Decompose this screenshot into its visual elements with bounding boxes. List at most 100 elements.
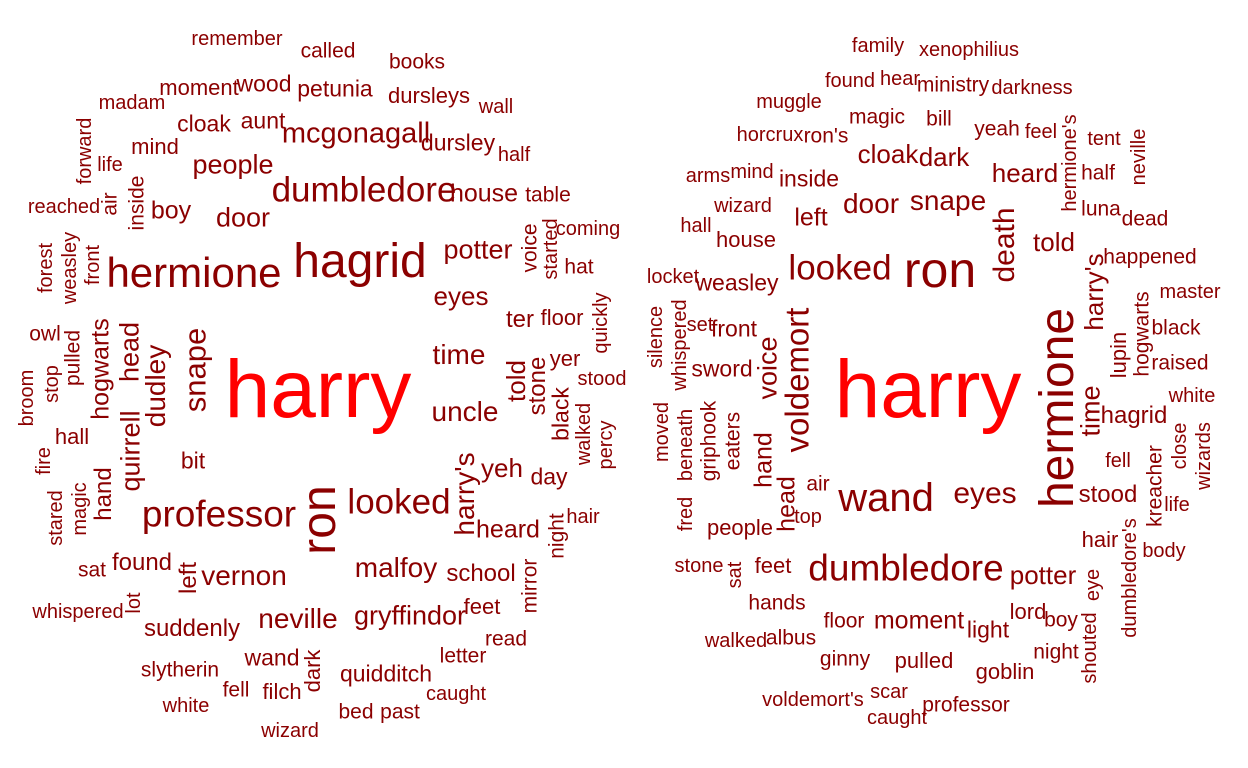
word-left-moment: moment	[159, 75, 239, 100]
word-left-vernon: vernon	[201, 560, 287, 591]
word-right-kreacher: kreacher	[1143, 445, 1167, 527]
word-left-percy: percy	[595, 420, 617, 470]
word-right-hermione-s: hermione's	[1059, 114, 1081, 212]
word-left-aunt: aunt	[240, 107, 286, 134]
word-left-cloak: cloak	[177, 110, 231, 137]
word-right-night: night	[1033, 640, 1079, 664]
word-right-pulled: pulled	[894, 648, 954, 673]
word-right-stone: stone	[674, 555, 724, 577]
word-left-owl: owl	[29, 322, 61, 346]
word-right-lupin: lupin	[1106, 331, 1131, 379]
word-left-hand: hand	[90, 467, 117, 521]
word-left-left: left	[175, 561, 202, 595]
word-left-madam: madam	[98, 92, 166, 114]
word-left-floor: floor	[540, 305, 584, 330]
word-right-sword: sword	[691, 355, 753, 382]
word-left-bit: bit	[180, 447, 206, 474]
word-right-dark: dark	[918, 142, 970, 172]
word-right-tent: tent	[1087, 128, 1121, 150]
word-right-raised: raised	[1151, 351, 1209, 375]
word-left-magic: magic	[69, 482, 91, 536]
word-left-wall: wall	[478, 96, 514, 118]
word-left-time: time	[432, 339, 486, 370]
word-right-inside: inside	[778, 165, 840, 192]
word-left-mirror: mirror	[518, 558, 542, 614]
word-left-day: day	[530, 463, 568, 490]
word-left-stood: stood	[577, 368, 627, 390]
word-left-wand: wand	[244, 644, 300, 671]
word-left-letter: letter	[439, 644, 487, 668]
word-left-ron: ron	[293, 485, 346, 555]
word-left-life: life	[97, 154, 123, 176]
word-left-books: books	[388, 50, 446, 74]
word-left-uncle: uncle	[431, 396, 499, 427]
word-right-goblin: goblin	[975, 659, 1035, 684]
word-left-hagrid: hagrid	[293, 235, 427, 288]
word-left-found: found	[111, 549, 173, 576]
word-left-forest: forest	[35, 242, 57, 294]
word-right-albus: albus	[765, 626, 817, 650]
word-left-slytherin: slytherin	[140, 658, 220, 682]
word-right-potter: potter	[1009, 560, 1077, 590]
word-left-harry: harry	[224, 344, 412, 435]
word-left-weasley: weasley	[59, 231, 81, 305]
word-right-beneath: beneath	[675, 408, 697, 482]
word-left-eyes: eyes	[433, 281, 489, 311]
word-right-floor: floor	[823, 609, 865, 633]
word-left-mind: mind	[131, 134, 179, 159]
word-left-hermione: hermione	[106, 249, 282, 296]
word-left-half: half	[497, 144, 531, 166]
word-left-inside: inside	[125, 175, 149, 231]
word-left-quidditch: quidditch	[339, 660, 433, 687]
word-right-wand: wand	[838, 476, 934, 520]
word-left-yer: yer	[549, 346, 581, 371]
word-right-muggle: muggle	[756, 91, 822, 113]
word-right-moved: moved	[651, 401, 673, 463]
word-right-wizards: wizards	[1193, 422, 1215, 490]
word-right-shouted: shouted	[1079, 612, 1101, 684]
word-right-ron-s: ron's	[803, 124, 849, 148]
word-right-looked: looked	[788, 248, 892, 288]
word-right-feel: feel	[1024, 121, 1058, 143]
word-left-suddenly: suddenly	[143, 615, 241, 642]
word-right-hogwarts: hogwarts	[1130, 291, 1154, 377]
word-right-luna: luna	[1081, 197, 1121, 221]
word-right-close: close	[1169, 422, 1191, 470]
word-right-eyes: eyes	[953, 477, 1017, 510]
word-left-walked: walked	[573, 402, 595, 466]
word-left-harry-s: harry's	[449, 452, 480, 536]
word-right-darkness: darkness	[991, 77, 1073, 99]
word-right-wizard: wizard	[714, 195, 772, 217]
word-right-fell: fell	[1105, 450, 1131, 472]
word-left-hogwarts: hogwarts	[86, 318, 115, 420]
word-left-stone: stone	[524, 356, 551, 416]
word-right-half: half	[1081, 161, 1115, 185]
word-right-left: left	[794, 203, 828, 232]
word-left-people: people	[192, 149, 274, 180]
word-right-griphook: griphook	[697, 400, 721, 482]
word-right-door: door	[842, 188, 900, 219]
word-left-air: air	[98, 192, 122, 216]
word-left-ter: ter	[505, 306, 535, 333]
word-left-snape: snape	[177, 327, 213, 413]
word-right-ron: ron	[903, 242, 977, 298]
word-right-family: family	[851, 35, 905, 57]
word-right-top: top	[794, 506, 822, 528]
word-right-professor: professor	[922, 693, 1010, 717]
word-right-voice: voice	[752, 336, 783, 400]
word-left-quickly: quickly	[590, 292, 612, 354]
word-right-horcrux: horcrux	[736, 124, 804, 146]
word-left-dark: dark	[300, 649, 325, 693]
word-right-sat: sat	[724, 561, 746, 589]
word-left-caught: caught	[425, 683, 487, 705]
word-right-hands: hands	[748, 591, 806, 615]
word-right-voldemort-s: voldemort's	[762, 689, 864, 711]
word-right-black: black	[1151, 316, 1201, 340]
word-right-found: found	[824, 70, 876, 92]
word-left-hall: hall	[54, 424, 90, 449]
word-left-past: past	[380, 700, 420, 724]
word-right-set: set	[686, 314, 714, 336]
word-right-neville: neville	[1128, 128, 1150, 186]
word-left-mcgonagall: mcgonagall	[281, 117, 431, 150]
